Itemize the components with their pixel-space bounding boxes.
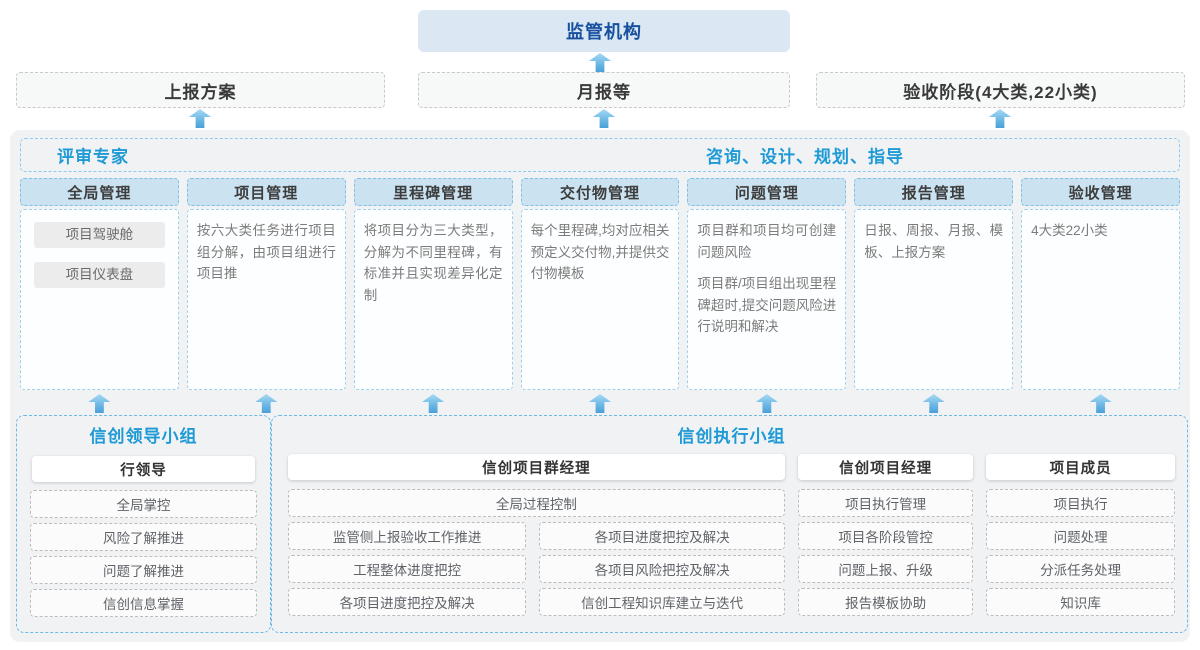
program-manager-role: 信创项目群经理	[288, 454, 785, 480]
column-body: 将项目分为三大类型，分解为不同里程碑，有标准并且实现差异化定制	[353, 209, 513, 390]
consult-design-label: 咨询、设计、规划、指导	[705, 147, 904, 167]
column-text: 项目群/项目组出现里程碑超时,提交问题风险进行说明和解决	[697, 276, 837, 335]
leadership-group-box: 信创领导小组 行领导 全局掌控 风险了解推进 问题了解推进 信创信息掌握	[16, 415, 271, 633]
report-plan-box: 上报方案	[16, 72, 385, 108]
regulator-label: 监管机构	[566, 22, 642, 42]
experts-header: 评审专家 咨询、设计、规划、指导	[20, 138, 1180, 172]
leader-item: 问题了解推进	[30, 556, 257, 584]
column-global-mgmt: 全局管理 项目驾驶舱 项目仪表盘	[20, 178, 179, 390]
up-arrow-icon	[1089, 394, 1112, 413]
column-title: 全局管理	[67, 184, 132, 202]
column-body: 项目群和项目均可创建问题风险 项目群/项目组出现里程碑超时,提交问题风险进行说明…	[687, 209, 847, 390]
column-acceptance-mgmt: 验收管理 4大类22小类	[1021, 178, 1180, 390]
column-text: 项目群和项目均可创建问题风险	[697, 223, 837, 260]
leader-item: 信创信息掌握	[30, 589, 257, 617]
leadership-group-title: 信创领导小组	[89, 427, 198, 446]
leader-item: 风险了解推进	[30, 523, 257, 551]
column-body: 每个里程碑,均对应相关预定义交付物,并提供交付物模板	[520, 209, 680, 390]
column-header: 里程碑管理	[353, 178, 513, 206]
column-milestone-mgmt: 里程碑管理 将项目分为三大类型，分解为不同里程碑，有标准并且实现差异化定制	[353, 178, 513, 390]
column-body: 4大类22小类	[1021, 209, 1180, 390]
column-report-mgmt: 报告管理 日报、周报、月报、模板、上报方案	[854, 178, 1014, 390]
exec-item: 问题处理	[986, 522, 1175, 550]
up-arrow-icon	[255, 394, 278, 413]
report-plan-label: 上报方案	[164, 82, 237, 102]
up-arrow-icon	[189, 109, 211, 128]
column-title: 项目管理	[234, 184, 299, 202]
exec-item: 各项目风险把控及解决	[539, 555, 785, 583]
column-header: 问题管理	[687, 178, 847, 206]
exec-item: 工程整体进度把控	[288, 555, 527, 583]
exec-item: 各项目进度把控及解决	[288, 588, 527, 616]
column-header: 验收管理	[1021, 178, 1180, 206]
up-arrow-icon	[589, 53, 611, 72]
column-text: 日报、周报、月报、模板、上报方案	[864, 223, 1004, 260]
acceptance-stage-label: 验收阶段(4大类,22小类)	[903, 82, 1098, 102]
column-title: 验收管理	[1068, 184, 1133, 202]
column-title: 交付物管理	[559, 184, 640, 202]
column-issue-mgmt: 问题管理 项目群和项目均可创建问题风险 项目群/项目组出现里程碑超时,提交问题风…	[687, 178, 847, 390]
column-text: 每个里程碑,均对应相关预定义交付物,并提供交付物模板	[530, 223, 670, 282]
exec-item: 分派任务处理	[986, 555, 1175, 583]
acceptance-stage-box: 验收阶段(4大类,22小类)	[816, 72, 1185, 108]
up-arrow-icon	[922, 394, 945, 413]
column-text: 按六大类任务进行项目组分解，由项目组进行项目推	[196, 223, 336, 282]
exec-item: 项目执行管理	[797, 489, 974, 517]
up-arrow-icon	[989, 109, 1011, 128]
monthly-report-label: 月报等	[577, 82, 631, 102]
column-title: 里程碑管理	[393, 184, 474, 202]
exec-item: 项目各阶段管控	[797, 522, 974, 550]
up-arrow-icon	[755, 394, 778, 413]
exec-item: 问题上报、升级	[797, 555, 974, 583]
leader-item: 全局掌控	[30, 490, 257, 518]
exec-item: 各项目进度把控及解决	[539, 522, 785, 550]
column-body: 项目驾驶舱 项目仪表盘	[20, 209, 179, 390]
column-header: 项目管理	[186, 178, 346, 206]
execution-group-box: 信创执行小组 信创项目群经理 信创项目经理 项目成员 全局过程控制 项目执行管理…	[271, 415, 1188, 633]
column-title: 报告管理	[901, 184, 966, 202]
column-title: 问题管理	[734, 184, 799, 202]
column-project-mgmt: 项目管理 按六大类任务进行项目组分解，由项目组进行项目推	[186, 178, 346, 390]
column-deliverable-mgmt: 交付物管理 每个里程碑,均对应相关预定义交付物,并提供交付物模板	[520, 178, 680, 390]
column-arrows	[20, 394, 1180, 413]
management-columns: 全局管理 项目驾驶舱 项目仪表盘 项目管理 按六大类任务进行项目组分解，由项目组…	[20, 178, 1180, 390]
exec-item: 知识库	[986, 588, 1175, 616]
up-arrow-icon	[588, 394, 611, 413]
exec-item: 信创工程知识库建立与迭代	[539, 588, 785, 616]
execution-group-title: 信创执行小组	[677, 427, 786, 446]
bank-leader-role: 行领导	[32, 456, 255, 482]
exec-item: 报告模板协助	[797, 588, 974, 616]
monthly-report-box: 月报等	[418, 72, 790, 108]
column-body: 按六大类任务进行项目组分解，由项目组进行项目推	[186, 209, 346, 390]
main-panel: 评审专家 咨询、设计、规划、指导 全局管理 项目驾驶舱 项目仪表盘 项目管理 按…	[10, 130, 1190, 642]
project-manager-role: 信创项目经理	[797, 454, 974, 480]
up-arrow-icon	[593, 109, 615, 128]
up-arrow-icon	[422, 394, 445, 413]
exec-item: 项目执行	[986, 489, 1175, 517]
column-text: 4大类22小类	[1031, 223, 1108, 238]
column-text: 将项目分为三大类型，分解为不同里程碑，有标准并且实现差异化定制	[363, 223, 503, 303]
regulator-box: 监管机构	[418, 10, 790, 52]
column-header: 全局管理	[20, 178, 179, 206]
execution-grid: 信创项目群经理 信创项目经理 项目成员 全局过程控制 项目执行管理 项目执行 监…	[288, 454, 1175, 616]
review-experts-label: 评审专家	[57, 147, 129, 167]
exec-item: 全局过程控制	[288, 489, 785, 517]
project-dashboard-chip: 项目仪表盘	[34, 262, 165, 288]
column-header: 交付物管理	[520, 178, 680, 206]
exec-item: 监管侧上报验收工作推进	[288, 522, 527, 550]
column-body: 日报、周报、月报、模板、上报方案	[854, 209, 1014, 390]
project-cockpit-chip: 项目驾驶舱	[34, 222, 165, 248]
project-member-role: 项目成员	[986, 454, 1175, 480]
column-header: 报告管理	[854, 178, 1014, 206]
up-arrow-icon	[88, 394, 111, 413]
